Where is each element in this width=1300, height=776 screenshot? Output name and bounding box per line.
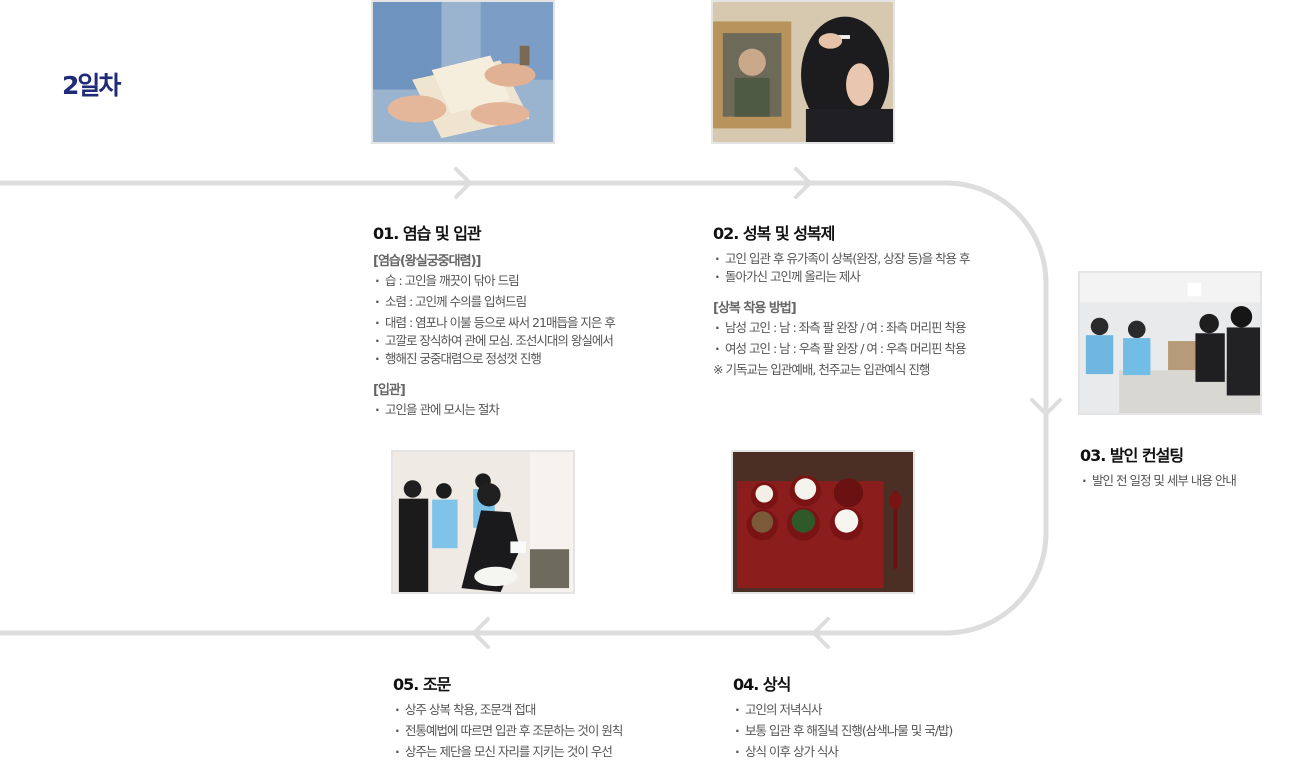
step-title: 01. 염습 및 입관 xyxy=(373,224,482,243)
bullet-item: 고인의 저녁식사 xyxy=(733,701,1033,719)
bullet-item: 전통예법에 따르면 입관 후 조문하는 것이 원칙 xyxy=(393,722,693,740)
step-seongbok: 02. 성복 및 성복제 고인 입관 후 유가족이 상복(완장, 상장 등)을 … xyxy=(713,220,1013,379)
step-sangsik: 04. 상식 고인의 저녁식사 보통 입관 후 해질녘 진행(삼색나물 및 국/… xyxy=(733,671,1033,764)
bullet-item: 습 : 고인을 깨끗이 닦아 드림 xyxy=(373,272,673,290)
bullet-item: 보통 입관 후 해질녘 진행(삼색나물 및 국/밥) xyxy=(733,722,1033,740)
arrow-down-icon xyxy=(1030,398,1062,416)
bullet-item: 대렴 : 염포나 이불 등으로 싸서 21매듭을 지은 후 xyxy=(373,314,673,332)
arrow-left-icon xyxy=(472,617,490,649)
sub-heading: [염습(왕실궁중대렴)] xyxy=(373,254,481,269)
bullet-line: 대렴 : 염포나 이불 등으로 싸서 21매듭을 지은 후 xyxy=(385,315,616,330)
sub-heading: [상복 착용 방법] xyxy=(713,301,797,316)
photo-sangsik xyxy=(731,450,915,594)
bullet-continuation: 고깔로 장식하여 관에 모심. 조선시대의 왕실에서 xyxy=(373,332,673,350)
bullet-line: 고깔로 장식하여 관에 모심. 조선시대의 왕실에서 xyxy=(385,333,614,348)
arrow-right-icon xyxy=(794,167,812,199)
step-jomun: 05. 조문 상주 상복 착용, 조문객 접대 전통예법에 따르면 입관 후 조… xyxy=(393,671,693,764)
bullet-line: 행해진 궁중대렴으로 정성껏 진행 xyxy=(385,351,542,366)
photo-consulting xyxy=(1078,271,1262,415)
bullet-line: 고인 입관 후 유가족이 상복(완장, 상장 등)을 착용 후 xyxy=(725,251,971,266)
step-yeomseup: 01. 염습 및 입관 [염습(왕실궁중대렴)] 습 : 고인을 깨끗이 닦아 … xyxy=(373,220,673,422)
arrow-right-icon xyxy=(454,167,472,199)
bullet-item: 남성 고인 : 남 : 좌측 팔 완장 / 여 : 좌측 머리핀 착용 xyxy=(713,319,1013,337)
bullet-continuation: 돌아가신 고인께 올리는 제사 xyxy=(713,268,1013,286)
bullet-item: 소렴 : 고인께 수의를 입혀드림 xyxy=(373,293,673,311)
step-title: 04. 상식 xyxy=(733,675,791,694)
bullet-line: 돌아가신 고인께 올리는 제사 xyxy=(725,269,861,284)
bullet-item: 발인 전 일정 및 세부 내용 안내 xyxy=(1080,472,1280,490)
bullet-item: 상주 상복 착용, 조문객 접대 xyxy=(393,701,693,719)
day-title: 2일차 xyxy=(62,71,121,100)
bullet-item: 상식 이후 상가 식사 xyxy=(733,743,1033,761)
bullet-continuation: 행해진 궁중대렴으로 정성껏 진행 xyxy=(373,350,673,368)
step-consulting: 03. 발인 컨설팅 발인 전 일정 및 세부 내용 안내 xyxy=(1080,442,1280,493)
bullet-item: 고인을 관에 모시는 절차 xyxy=(373,401,673,419)
step-title: 02. 성복 및 성복제 xyxy=(713,224,835,243)
bullet-item: 고인 입관 후 유가족이 상복(완장, 상장 등)을 착용 후 xyxy=(713,250,1013,268)
photo-yeomseup xyxy=(371,0,555,144)
bullet-item: 상주는 제단을 모신 자리를 지키는 것이 우선 xyxy=(393,743,693,761)
bullet-item: 여성 고인 : 남 : 우측 팔 완장 / 여 : 우측 머리핀 착용 xyxy=(713,340,1013,358)
step-title: 03. 발인 컨설팅 xyxy=(1080,446,1184,465)
sub-heading: [입관] xyxy=(373,383,406,398)
step-title: 05. 조문 xyxy=(393,675,451,694)
photo-seongbok xyxy=(711,0,895,144)
note: ※ 기독교는 입관예배, 천주교는 입관예식 진행 xyxy=(713,362,930,377)
arrow-left-icon xyxy=(812,617,830,649)
photo-jomun xyxy=(391,450,575,594)
